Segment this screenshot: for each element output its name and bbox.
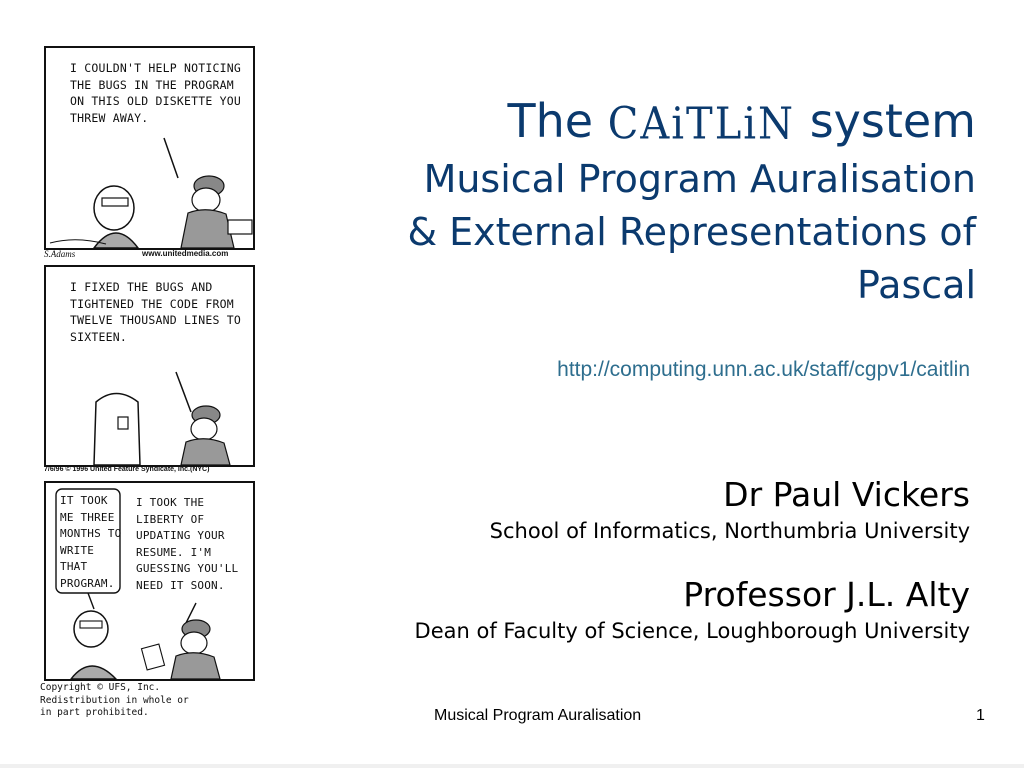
comic-panel-2-drawing (93, 371, 231, 465)
comic-panel-3-right-caption: I took the liberty of updating your resu… (136, 496, 239, 592)
page-number: 1 (976, 707, 985, 724)
author-1: Dr Paul Vickers School of Informatics, N… (490, 474, 970, 546)
comic-credit-2: 7/6/96 © 1996 United Feature Syndicate, … (44, 466, 210, 473)
comic-panel-3-left-caption: It took me three months to write that pr… (60, 494, 122, 590)
comic-panel-1-drawing (49, 137, 253, 248)
subtitle-line-3: Pascal (856, 263, 976, 307)
title-block: The CAiTLiN system Musical Program Aural… (296, 92, 976, 312)
comic-credit-1: S.Adams www.unitedmedia.com (44, 249, 255, 259)
author-1-name: Dr Paul Vickers (723, 475, 970, 514)
comic-panel-3-drawing (55, 488, 221, 679)
title-suffix: system (809, 94, 976, 148)
slide-title: The CAiTLiN system (296, 92, 976, 153)
author-2: Professor J.L. Alty Dean of Faculty of S… (415, 574, 970, 646)
comic-url: www.unitedmedia.com (142, 249, 229, 258)
bottom-rule (0, 764, 1024, 768)
comic-panel-1: I couldn't help noticing the bugs in the… (44, 46, 255, 250)
subtitle-line-2: & External Representations of (407, 210, 976, 254)
comic-panel-3: It took me three months to write that pr… (44, 481, 255, 681)
comic-panel-1-caption: I couldn't help noticing the bugs in the… (70, 61, 241, 125)
comic-panel-2-caption: I fixed the bugs and tightened the code … (70, 280, 241, 344)
caitlin-logo: CAiTLiN (607, 98, 796, 150)
author-1-affiliation: School of Informatics, Northumbria Unive… (489, 519, 970, 543)
subtitle-line-1: Musical Program Auralisation (423, 157, 976, 201)
author-2-affiliation: Dean of Faculty of Science, Loughborough… (414, 619, 970, 643)
author-2-name: Professor J.L. Alty (683, 575, 970, 614)
title-prefix: The (507, 94, 594, 148)
comic-copyright: Copyright © UFS, Inc. Redistribution in … (40, 682, 189, 718)
project-url-link[interactable]: http://computing.unn.ac.uk/staff/cgpv1/c… (557, 358, 970, 381)
comic-signature: S.Adams (44, 249, 76, 259)
footer-title: Musical Program Auralisation (434, 707, 642, 724)
comic-panel-2: I fixed the bugs and tightened the code … (44, 265, 255, 467)
